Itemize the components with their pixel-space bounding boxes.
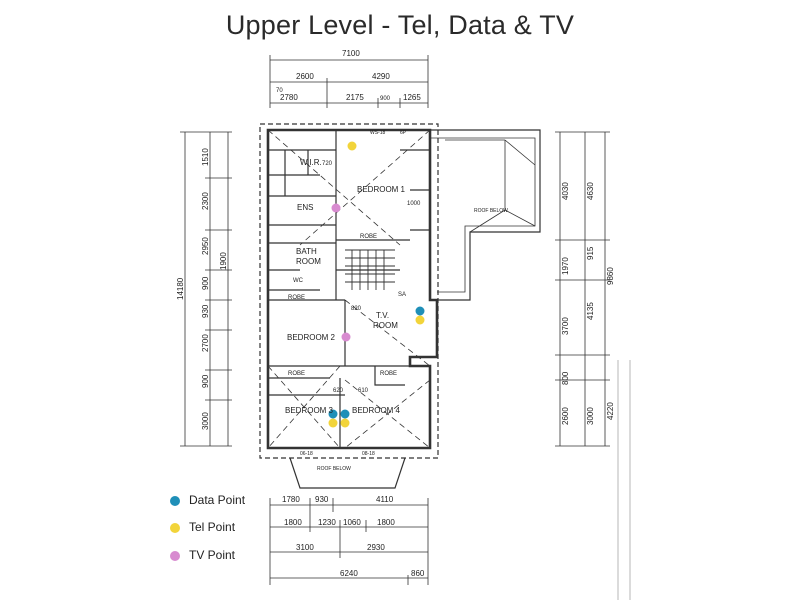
dim-inner-720: 720 xyxy=(322,161,333,167)
tel-point-icon xyxy=(340,418,350,428)
dim-inner-1000: 1000 xyxy=(407,201,421,207)
room-wir-label: W.I.R. xyxy=(300,158,322,167)
tel-point-icon xyxy=(415,315,425,325)
data-point-icon xyxy=(415,306,425,316)
room-bath-label: BATH xyxy=(296,247,317,256)
roof-below-label-2: ROOF BELOW xyxy=(317,466,351,472)
dim-left-8: 3000 xyxy=(201,412,210,430)
dim-top-c: 2780 xyxy=(280,93,298,102)
room-robe-label-3: ROBE xyxy=(288,371,305,377)
dim-right-5: 915 xyxy=(586,246,595,260)
dim-top-g: 900 xyxy=(380,96,391,102)
dim-left-4: 900 xyxy=(201,276,210,290)
tv-point-icon xyxy=(331,203,341,213)
roof-bottom xyxy=(289,457,406,489)
outer-wall xyxy=(266,128,439,450)
dim-left-5: 930 xyxy=(201,304,210,318)
dim-right-10: 4220 xyxy=(606,402,615,420)
dim-bottom-2c: 1060 xyxy=(343,518,361,527)
dim-left-2: 2300 xyxy=(201,192,210,210)
legend-label-tv: TV Point xyxy=(189,548,236,562)
room-bedroom1-label: BEDROOM 1 xyxy=(357,185,406,194)
dim-bottom-3a: 3100 xyxy=(296,543,314,552)
dim-top-e: 1265 xyxy=(403,93,421,102)
dim-left-9: 1900 xyxy=(219,252,228,270)
dim-bottom-2b: 1230 xyxy=(318,518,336,527)
room-tv-label-2: ROOM xyxy=(373,321,398,330)
legend-item-tv: TV Point xyxy=(170,548,235,562)
data-point-icon xyxy=(340,409,350,419)
roof-outline xyxy=(259,123,439,459)
dim-right-4: 1970 xyxy=(561,257,570,275)
dim-right-7: 4135 xyxy=(586,302,595,320)
room-bedroom2-label: BEDROOM 2 xyxy=(287,333,336,342)
dim-right-8: 2600 xyxy=(561,407,570,425)
outlets xyxy=(328,141,425,428)
room-robe-label-4: ROBE xyxy=(380,371,397,377)
data-point-icon xyxy=(170,495,180,506)
dim-right-9: 3000 xyxy=(586,407,595,425)
win-ws: WS-18 xyxy=(370,130,386,136)
dim-left-total: 14180 xyxy=(176,277,185,300)
room-bath-label-2: ROOM xyxy=(296,257,321,266)
dim-top-d: 2175 xyxy=(346,93,364,102)
tel-point-icon xyxy=(170,522,180,533)
legend-label-data: Data Point xyxy=(189,493,246,507)
win-06: 06-18 xyxy=(300,451,313,457)
dim-top-a: 2600 xyxy=(296,72,314,81)
room-tv-label: T.V. xyxy=(376,311,389,320)
room-wc-label: WC xyxy=(293,278,304,284)
dim-right-2: 4630 xyxy=(586,182,595,200)
legend-label-tel: Tel Point xyxy=(189,520,236,534)
dim-bottom-1a: 1780 xyxy=(282,495,300,504)
legend-item-tel: Tel Point xyxy=(170,520,235,534)
dim-inner-820: 820 xyxy=(351,306,362,312)
dim-right-3: 9860 xyxy=(606,267,615,285)
dim-bottom-3b: 2930 xyxy=(367,543,385,552)
dim-bottom-1b: 930 xyxy=(315,495,329,504)
dim-top-total: 7100 xyxy=(342,49,360,58)
dim-inner-610: 610 xyxy=(358,388,369,394)
dim-top-f: 70 xyxy=(276,88,283,94)
data-point-icon xyxy=(328,409,338,419)
dim-right-1: 4030 xyxy=(561,182,570,200)
tv-point-icon xyxy=(341,332,351,342)
room-ens-label: ENS xyxy=(297,203,313,212)
dim-top-b: 4290 xyxy=(372,72,390,81)
dim-bottom-1c: 4110 xyxy=(376,495,394,504)
tel-point-icon xyxy=(328,418,338,428)
room-robe-label: ROBE xyxy=(360,234,377,240)
dim-left-1: 1510 xyxy=(201,148,210,166)
page-title: Upper Level - Tel, Data & TV xyxy=(225,10,575,40)
room-robe-label-2: ROBE xyxy=(288,295,305,301)
dim-bottom-4b: 860 xyxy=(411,569,425,578)
win-ds: 08-18 xyxy=(362,451,375,457)
room-bedroom3-label: BEDROOM 3 xyxy=(285,406,334,415)
roof-below-label: ROOF BELOW xyxy=(474,208,508,214)
roof-right xyxy=(430,129,541,301)
dim-left-3: 2950 xyxy=(201,237,210,255)
dim-inner-620: 620 xyxy=(333,388,344,394)
win-6p: 6P xyxy=(400,130,407,136)
dim-bottom-4a: 6240 xyxy=(340,569,358,578)
dim-right-6: 3700 xyxy=(561,317,570,335)
dim-left-6: 2700 xyxy=(201,334,210,352)
legend-item-data: Data Point xyxy=(170,493,245,507)
tv-point-icon xyxy=(170,550,180,561)
tel-point-icon xyxy=(347,141,357,151)
dim-left-7: 900 xyxy=(201,374,210,388)
sa-label: SA xyxy=(398,292,406,298)
dim-right-11: 800 xyxy=(561,371,570,385)
dim-bottom-2d: 1800 xyxy=(377,518,395,527)
room-bedroom4-label: BEDROOM 4 xyxy=(352,406,401,415)
dim-bottom-2a: 1800 xyxy=(284,518,302,527)
